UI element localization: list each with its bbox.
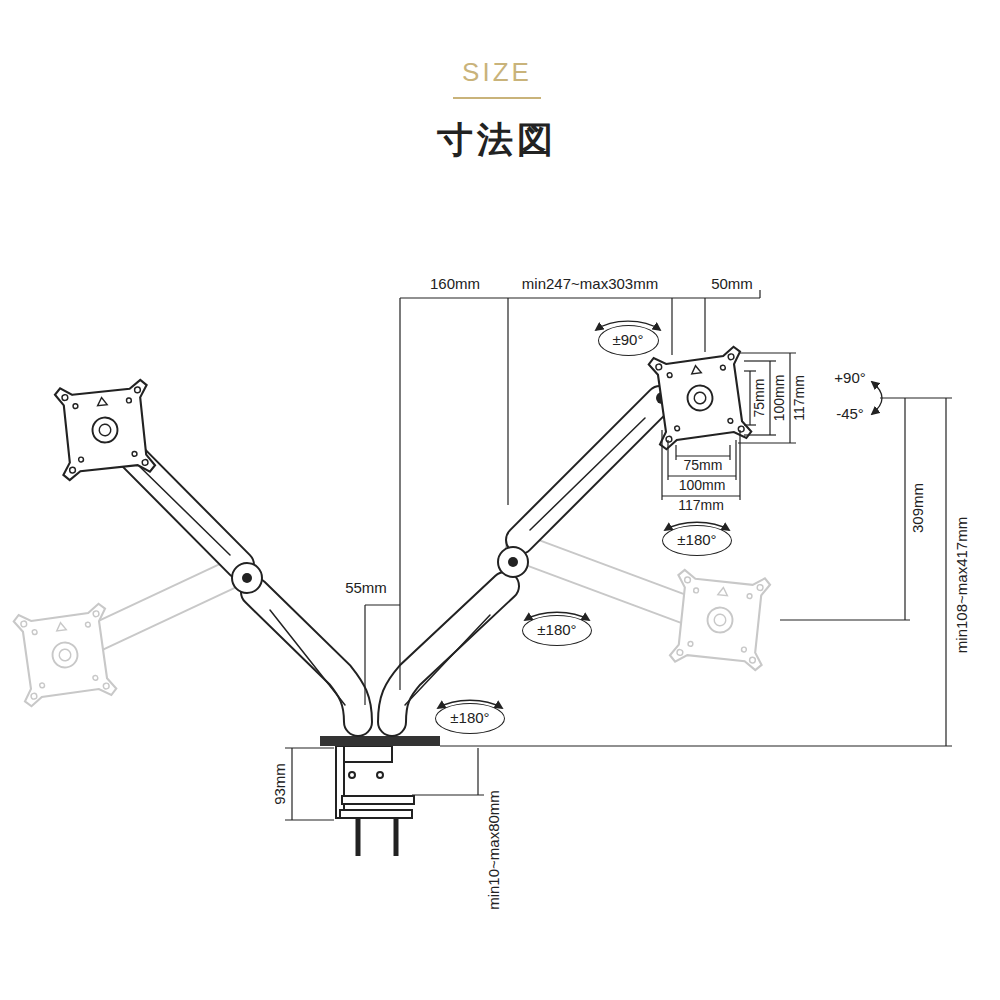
rotation-ellipse: ±90° bbox=[598, 325, 659, 356]
arms bbox=[114, 392, 668, 722]
dimension-label: 100mm bbox=[772, 375, 787, 422]
dimension-label: min247~max303mm bbox=[522, 276, 658, 293]
section-heading: SIZE bbox=[462, 58, 532, 87]
dimension-label: 100mm bbox=[679, 478, 726, 493]
dimension-label: 117mm bbox=[792, 375, 807, 421]
title-underline bbox=[453, 97, 541, 99]
rotation-ellipse: ±180° bbox=[522, 615, 592, 646]
dimension-label: 75mm bbox=[684, 458, 723, 473]
dimension-label: min108~max417mm bbox=[954, 517, 971, 653]
rotation-angle: ±90° bbox=[613, 332, 644, 349]
desk-clamp bbox=[336, 746, 414, 856]
dimension-lines bbox=[285, 290, 952, 820]
dimension-label: -45° bbox=[836, 406, 864, 423]
rotation-ellipse: ±180° bbox=[435, 703, 505, 734]
dimension-label: 93mm bbox=[272, 763, 289, 805]
rotation-angle: ±180° bbox=[450, 710, 489, 727]
dimension-label: 75mm bbox=[752, 379, 767, 418]
vesa-plates bbox=[54, 346, 752, 481]
dimension-label: 50mm bbox=[711, 276, 753, 293]
dimension-label: 55mm bbox=[345, 580, 387, 597]
title: 寸法図 bbox=[437, 120, 557, 160]
rotation-arrows bbox=[438, 321, 882, 708]
dimension-label: 117mm bbox=[678, 498, 724, 513]
rotation-angle: ±180° bbox=[677, 532, 716, 549]
dimension-label: min10~max80mm bbox=[486, 790, 503, 910]
rotation-angle: ±180° bbox=[537, 622, 576, 639]
rotation-ellipse: ±180° bbox=[662, 525, 732, 556]
dimension-label: 309mm bbox=[910, 483, 927, 533]
dimension-label: 160mm bbox=[430, 276, 480, 293]
dimension-label: +90° bbox=[834, 370, 865, 387]
base-plate bbox=[320, 736, 440, 746]
